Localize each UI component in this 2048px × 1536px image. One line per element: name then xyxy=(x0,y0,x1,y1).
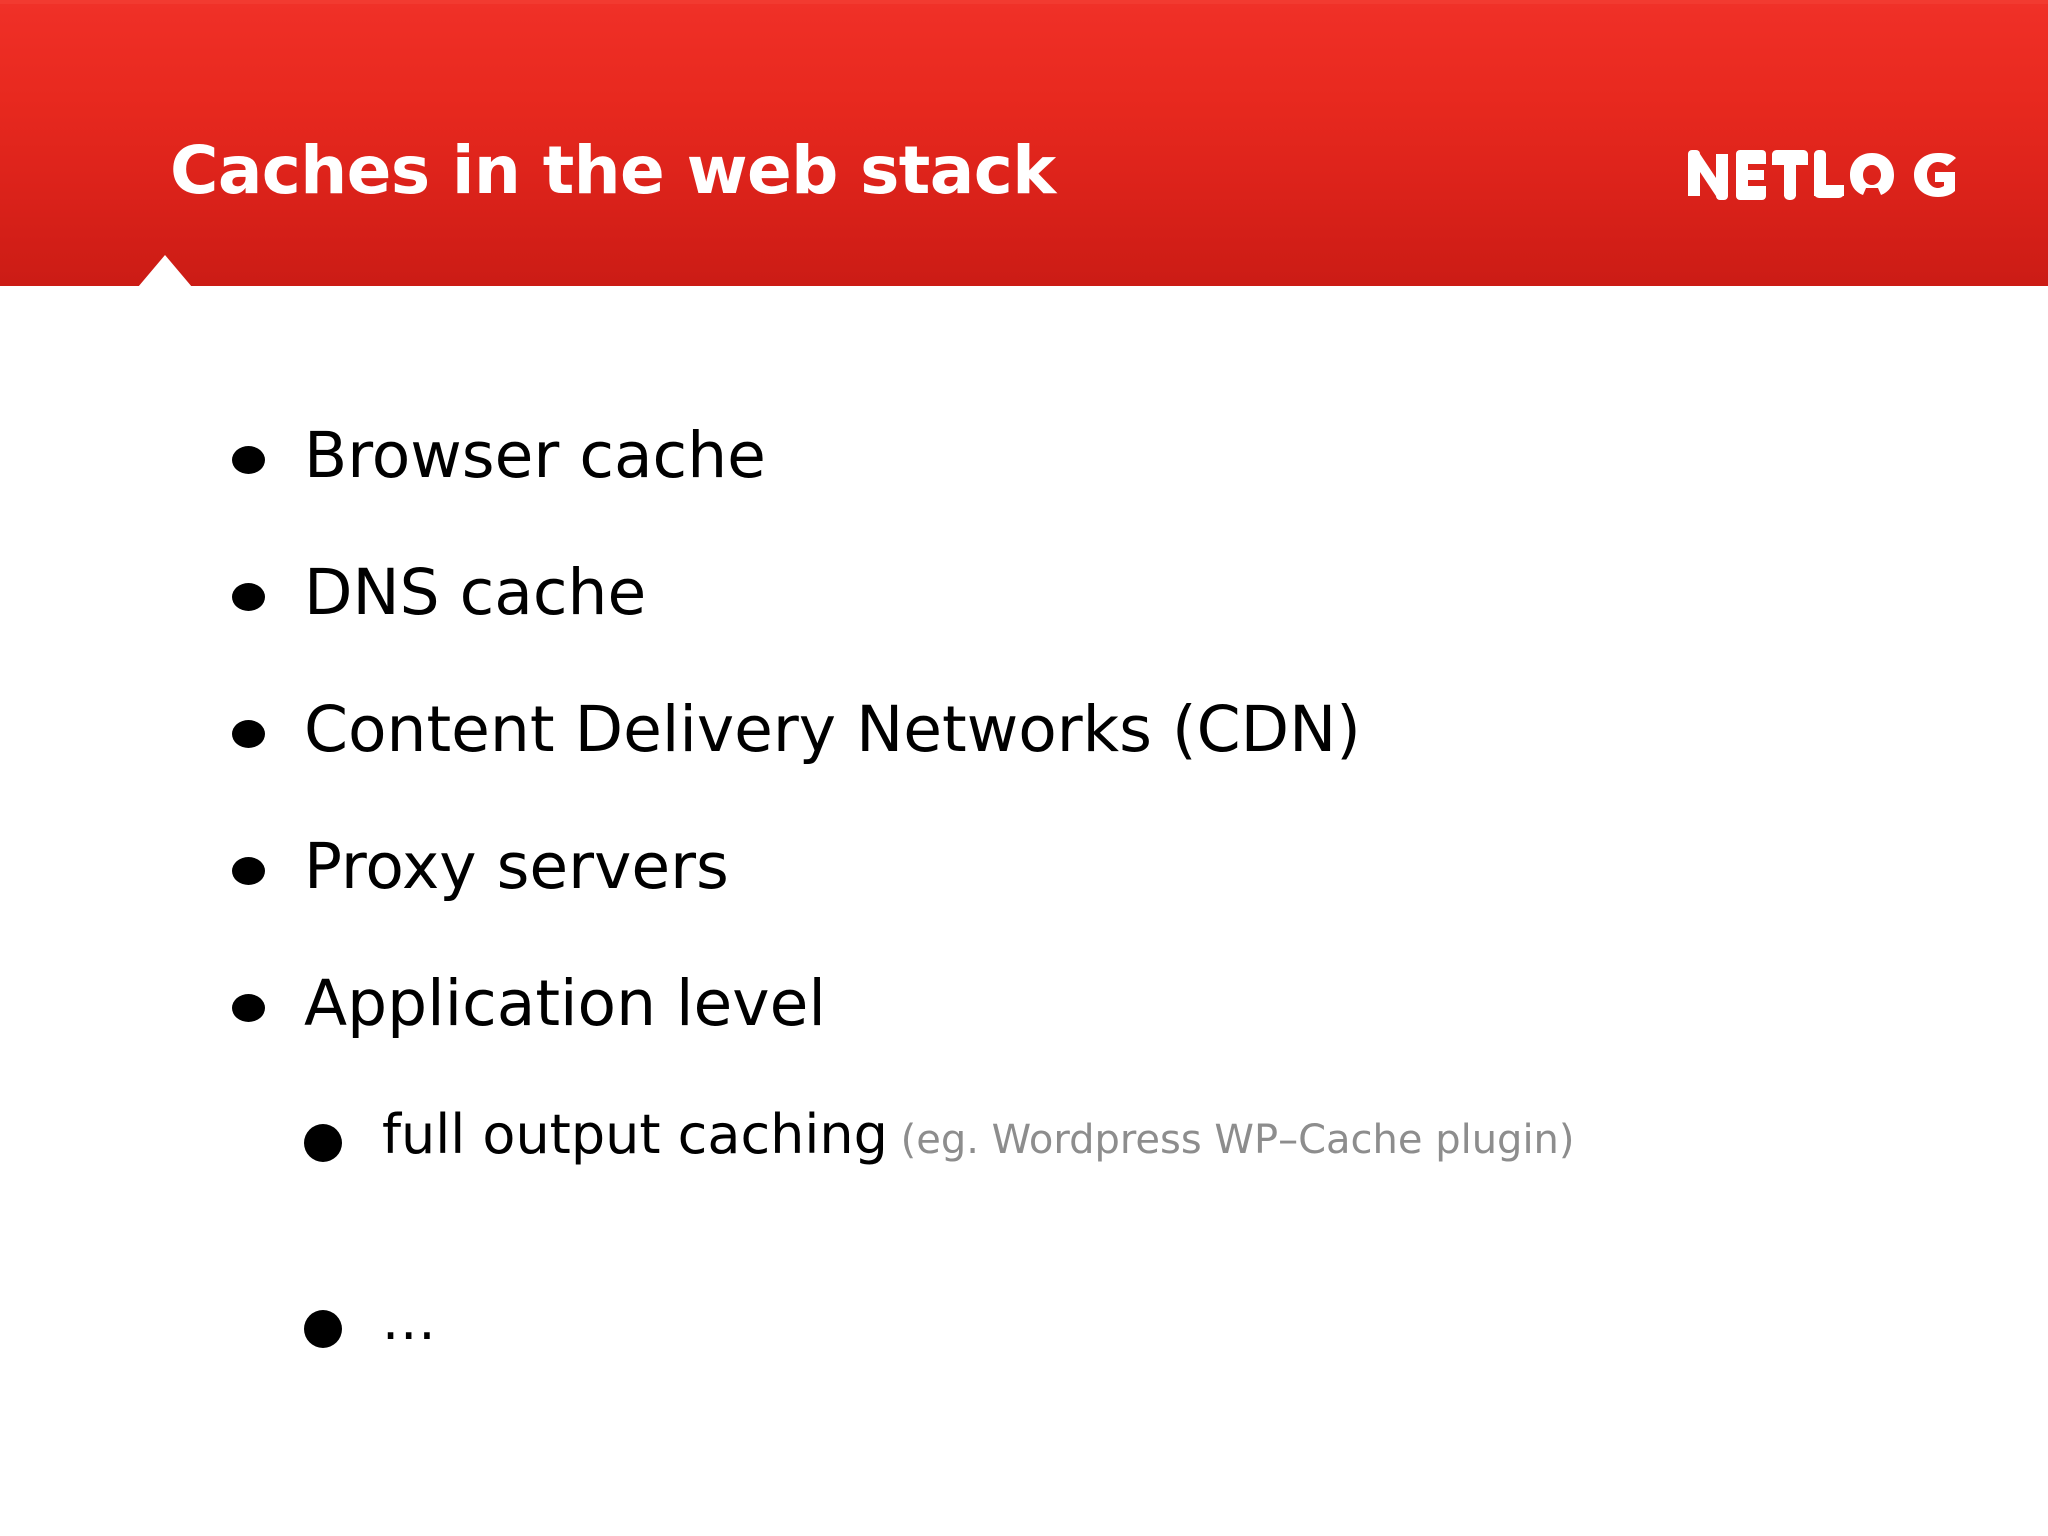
filled-circle-bullet-icon xyxy=(304,1310,342,1348)
slide-header: Caches in the web stack xyxy=(0,0,2048,287)
netlog-logo[interactable] xyxy=(1686,146,1976,204)
sub-list-item-label: full output caching xyxy=(382,1103,888,1166)
list-item: Proxy servers xyxy=(232,835,1972,972)
filled-circle-bullet-icon xyxy=(232,720,265,748)
list-item-label: Browser cache xyxy=(304,419,766,492)
filled-circle-bullet-icon xyxy=(232,583,265,611)
header-top-highlight xyxy=(0,0,2048,4)
list-item: DNS cache xyxy=(232,561,1972,698)
sub-bullet-list: full output caching (eg. Wordpress WP–Ca… xyxy=(304,1106,1804,1349)
list-item-label: DNS cache xyxy=(304,556,647,629)
list-item: Content Delivery Networks (CDN) xyxy=(232,698,1972,835)
sub-list-item-note: (eg. Wordpress WP–Cache plugin) xyxy=(887,1117,1575,1163)
list-item: Application level xyxy=(232,972,1972,1109)
page-title: Caches in the web stack xyxy=(170,132,1056,209)
list-item: full output caching (eg. Wordpress WP–Ca… xyxy=(304,1106,1804,1292)
filled-circle-bullet-icon xyxy=(232,994,265,1022)
sub-list-item-label: ... xyxy=(382,1289,437,1352)
filled-circle-bullet-icon xyxy=(304,1124,342,1162)
list-item-label: Application level xyxy=(304,967,826,1040)
netlog-wordmark-icon xyxy=(1688,150,1956,200)
filled-circle-bullet-icon xyxy=(232,446,265,474)
slide-body: Browser cache DNS cache Content Delivery… xyxy=(0,286,2048,1536)
list-item-label: Proxy servers xyxy=(304,830,729,903)
triangle-notch-icon xyxy=(138,255,192,287)
filled-circle-bullet-icon xyxy=(232,857,265,885)
bullet-list: Browser cache DNS cache Content Delivery… xyxy=(232,424,1972,1109)
list-item-label: Content Delivery Networks (CDN) xyxy=(304,693,1361,766)
list-item: ... xyxy=(304,1292,1804,1349)
list-item: Browser cache xyxy=(232,424,1972,561)
